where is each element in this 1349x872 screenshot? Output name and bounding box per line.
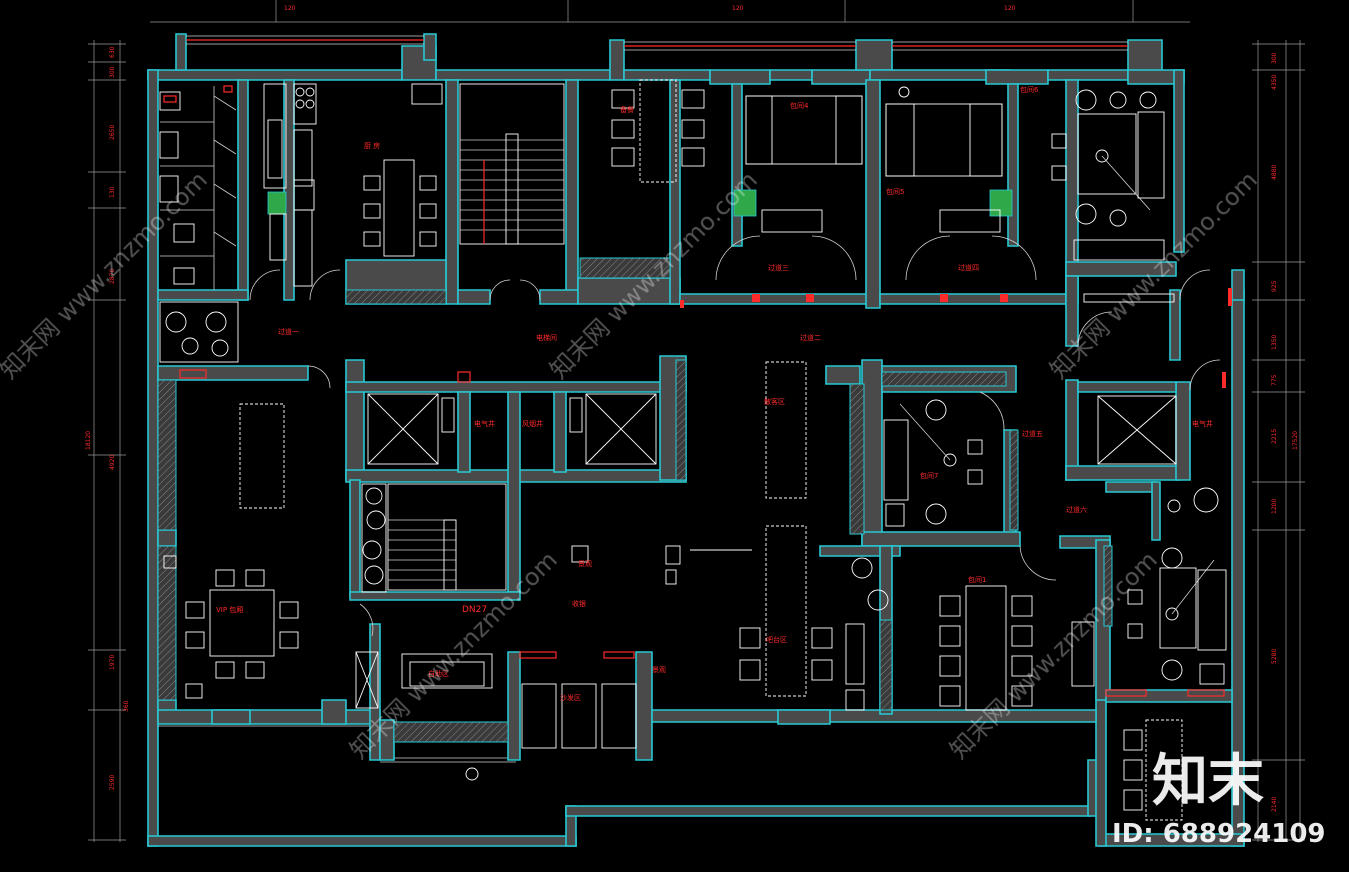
- dim-left-total: 18120: [85, 431, 92, 450]
- dim-top-1: 120: [284, 5, 296, 12]
- dim-right-10: 2140: [1271, 797, 1278, 812]
- private-room-7-label: 包间7: [920, 471, 938, 480]
- buffet-area-label: 自助区: [428, 669, 449, 678]
- sofa-area-label: 沙发区: [560, 693, 581, 702]
- kitchen-label: 厨 房: [364, 141, 380, 150]
- private-room-5-label: 包间5: [886, 187, 904, 196]
- green-posts: [267, 189, 1013, 217]
- fire-well-label: 风烟井: [522, 419, 543, 428]
- dim-right-8: 1200: [1271, 499, 1278, 514]
- dim-left-2: 300: [109, 66, 116, 78]
- center-dining: 散客区 吧台区 景观 收银: [571, 361, 833, 697]
- decor-small-label: 景观: [578, 560, 592, 568]
- dim-left-7: 1970: [109, 655, 116, 670]
- private-room-7: 包间7: [883, 399, 983, 527]
- planter-left: [159, 301, 239, 379]
- decor-small-2-label: 景观: [652, 666, 666, 674]
- stair-label: DN27: [462, 605, 487, 615]
- corridor-5-label: 过道五: [1022, 429, 1043, 438]
- brand-logo-text: 知末: [1152, 749, 1264, 814]
- dim-right-9: 5280: [1271, 649, 1278, 664]
- dim-right-6: 775: [1271, 374, 1278, 386]
- corridor-4-label: 过道四: [958, 263, 979, 272]
- corridor-6-label: 过道六: [1066, 505, 1087, 514]
- corridor-1-label: 过道一: [278, 327, 299, 336]
- dim-right-3: 4880: [1271, 165, 1278, 180]
- dim-left-4: 130: [109, 186, 116, 198]
- dim-top-2: 120: [732, 5, 744, 12]
- dim-left-3: 2650: [109, 125, 116, 140]
- dimension-lines: [88, 0, 1305, 842]
- center-elevators: 电气井 风烟井: [367, 371, 657, 465]
- dim-right-4: 925: [1271, 280, 1278, 292]
- dim-left-8: 360: [123, 700, 130, 712]
- dining-area-label: 散客区: [764, 397, 785, 406]
- dim-left-1: 630: [109, 46, 116, 58]
- bottom-rooms: 自助区 沙发区 景观: [355, 623, 865, 781]
- lower-stair: DN27: [361, 483, 507, 615]
- private-room-4: 包间4 过道三: [715, 95, 863, 281]
- electric-room-label: 电梯间: [536, 333, 557, 342]
- watermark-text-1: 知末网 www.znzmo.com: [0, 166, 213, 384]
- dim-right-1: 300: [1271, 52, 1278, 64]
- corridor-2-label: 过道二: [800, 333, 821, 342]
- private-room-1: 包间1: [851, 557, 1095, 711]
- private-room-1-label: 包间1: [968, 575, 986, 584]
- public-toilet-fixtures: [159, 85, 237, 290]
- dimension-texts: 120 120 120 630 300 2650 130 2870 4920 1…: [85, 5, 1299, 812]
- right-elevator: 电气井: [1083, 293, 1213, 465]
- corridor-doors: [249, 269, 1232, 637]
- private-room-4-label: 包间4: [790, 101, 809, 110]
- watermark-id: ID: 688924109: [1112, 819, 1326, 849]
- vip-room: VIP 包厢: [163, 403, 299, 699]
- top-dining-room: 备餐: [611, 79, 705, 183]
- private-room-6: 包间6: [1020, 85, 1165, 261]
- corridor-3-label: 过道三: [768, 263, 789, 272]
- dim-right-5: 1350: [1271, 335, 1278, 350]
- top-windows: [158, 35, 1128, 763]
- kitchen-fixtures: 厨 房: [263, 83, 443, 287]
- upper-stair: [459, 83, 565, 245]
- bar-area-label: 吧台区: [766, 635, 787, 644]
- private-room-5: 包间5 过道四: [885, 86, 1037, 281]
- top-room-label: 备餐: [620, 105, 634, 114]
- dim-right-7: 2215: [1271, 429, 1278, 444]
- dim-top-3: 120: [1004, 5, 1016, 12]
- dim-left-5: 2870: [109, 269, 116, 284]
- interior-walls: [157, 79, 1245, 761]
- brand-watermark: 知末 ID: 688924109: [1112, 749, 1326, 849]
- dim-left-6: 4920: [109, 455, 116, 470]
- electric-well-right-label: 电气井: [1192, 419, 1213, 428]
- dim-right-2: 4350: [1271, 75, 1278, 90]
- reception-label: 收银: [572, 599, 586, 608]
- dim-left-9: 2590: [109, 775, 116, 790]
- electrical-well-label: 电气井: [474, 419, 495, 428]
- exterior-walls: [147, 33, 1245, 847]
- dim-right-total: 17520: [1292, 431, 1299, 450]
- right-bottom-room: [1105, 487, 1227, 821]
- hatched-columns: [157, 257, 1113, 743]
- private-room-6-label: 包间6: [1020, 85, 1039, 94]
- vip-room-label: VIP 包厢: [216, 605, 243, 614]
